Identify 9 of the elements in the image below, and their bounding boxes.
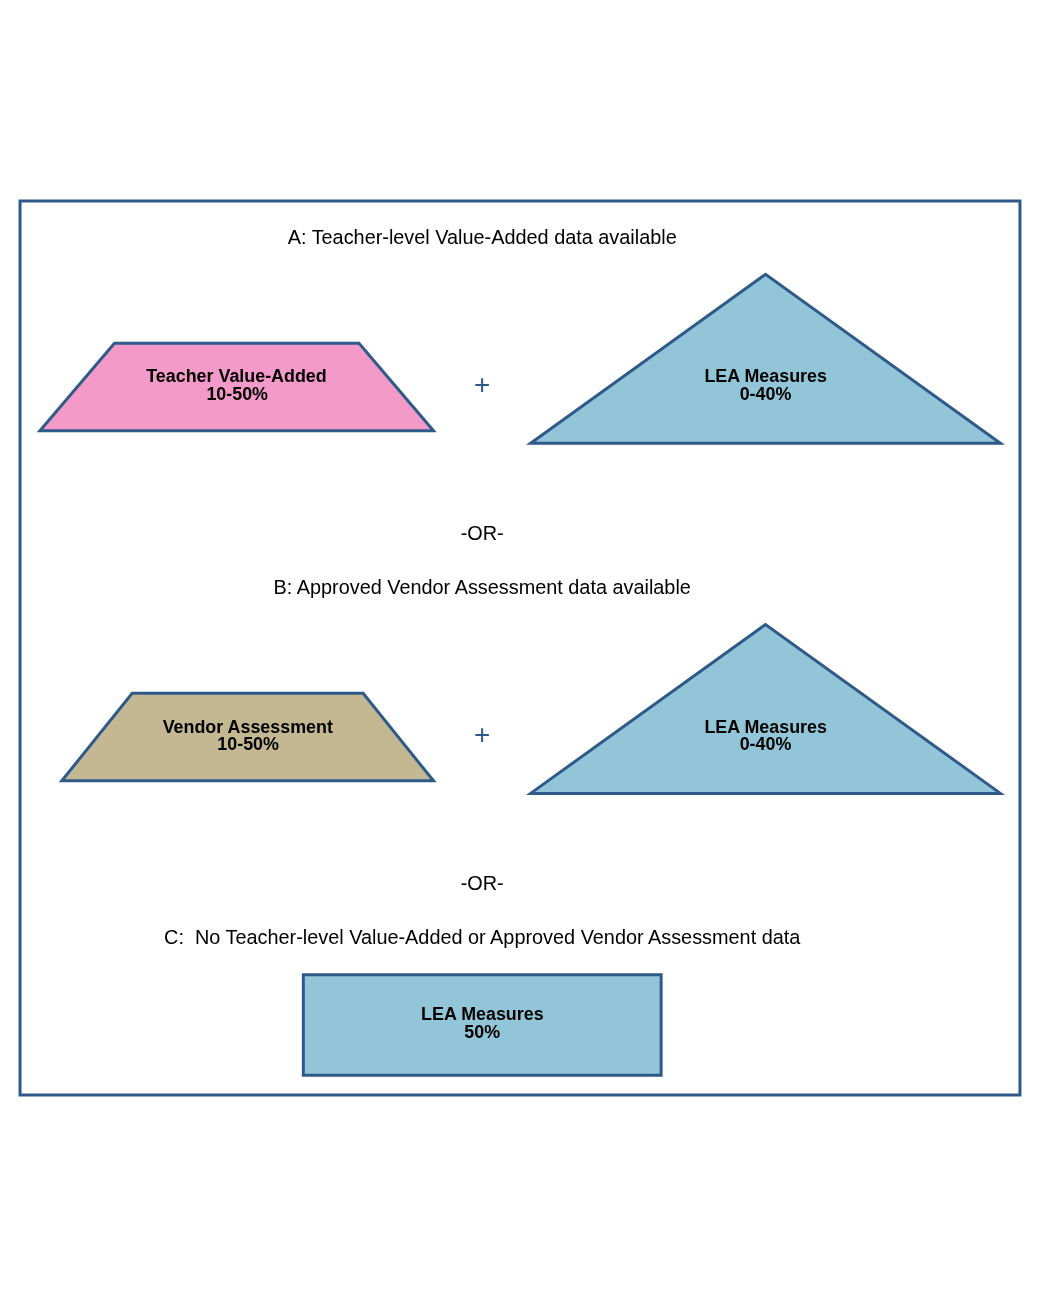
label: A: Teacher-level Value-Added data available: [287, 225, 677, 248]
label: B: Approved Vendor Assessment data available: [273, 575, 691, 598]
label: -OR-: [460, 872, 504, 895]
label: +: [474, 718, 491, 750]
node-box: LEA Measures 50%: [301, 973, 663, 1077]
label: +: [474, 368, 491, 400]
label: C: No Teacher-level Value-Added or Approved Vendor Assessment data: [164, 925, 801, 948]
label: -OR-: [460, 522, 504, 545]
cluster: [18, 199, 1022, 1097]
